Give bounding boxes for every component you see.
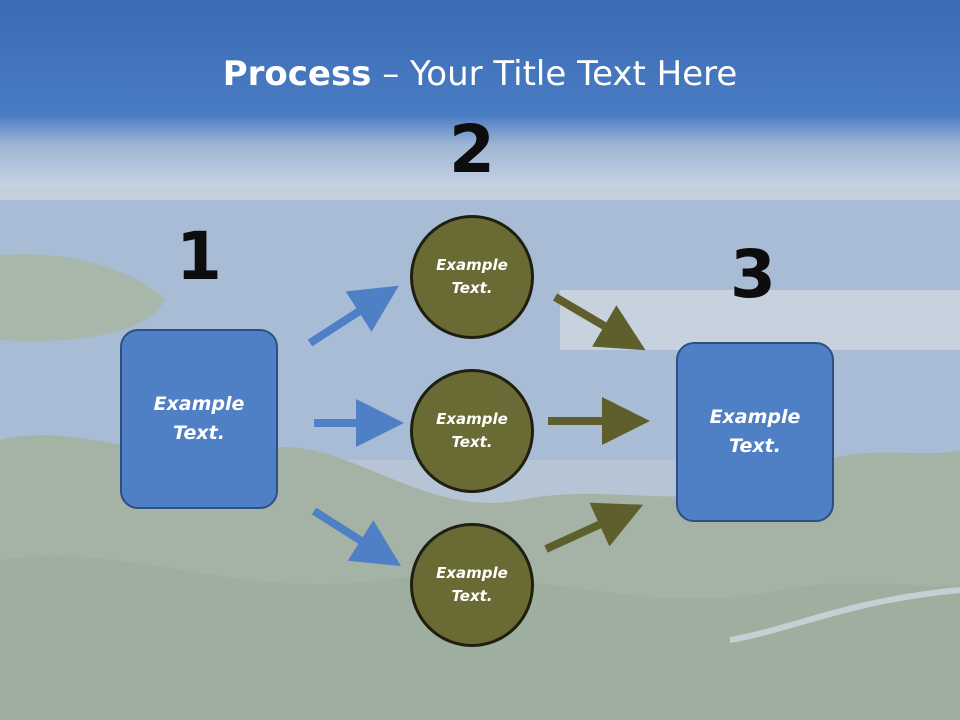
slide-title: Process – Your Title Text Here (0, 52, 960, 96)
arrow-from-circle-3 (544, 502, 644, 553)
step-number-2: 2 (449, 111, 495, 188)
circle-2-text: Example Text. (436, 410, 508, 451)
step-number-3: 3 (730, 236, 776, 313)
circle-3: Example Text. (410, 523, 534, 647)
left-box: Example Text. (120, 329, 278, 509)
arrow-to-circle-3 (311, 507, 402, 567)
circle-3-text: Example Text. (436, 564, 508, 605)
circle-1: Example Text. (410, 215, 534, 339)
title-rest: – Your Title Text Here (371, 54, 738, 94)
arrow-from-circle-1 (552, 293, 646, 351)
step-number-1: 1 (176, 218, 222, 295)
left-box-text: Example Text. (153, 393, 245, 444)
circle-2: Example Text. (410, 369, 534, 493)
arrow-to-circle-1 (307, 285, 399, 347)
right-box-text: Example Text. (709, 406, 801, 457)
circle-1-text: Example Text. (436, 256, 508, 297)
right-box: Example Text. (676, 342, 834, 522)
title-bold: Process (222, 54, 372, 94)
